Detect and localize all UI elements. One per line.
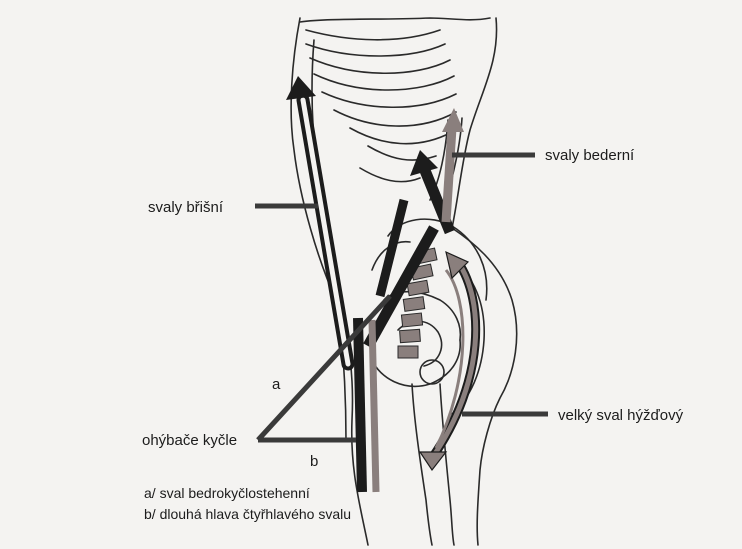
lumbar-gray-arrow bbox=[442, 108, 464, 222]
label-hip-flexors: ohýbače kyčle bbox=[142, 432, 237, 449]
legend-a: a/ sval bedrokyčlostehenní bbox=[144, 485, 310, 501]
label-abdominal-muscles: svaly břišní bbox=[148, 199, 224, 216]
legend-b: b/ dlouhá hlava čtyřhlavého svalu bbox=[144, 506, 351, 522]
marker-a: a bbox=[272, 376, 281, 393]
marker-b: b bbox=[310, 453, 318, 470]
leader-lines bbox=[255, 155, 548, 440]
label-lumbar-muscles: svaly bederní bbox=[545, 147, 635, 164]
abdominal-muscles-arrow bbox=[286, 76, 348, 364]
label-gluteus-maximus: velký sval hýžďový bbox=[558, 407, 684, 424]
